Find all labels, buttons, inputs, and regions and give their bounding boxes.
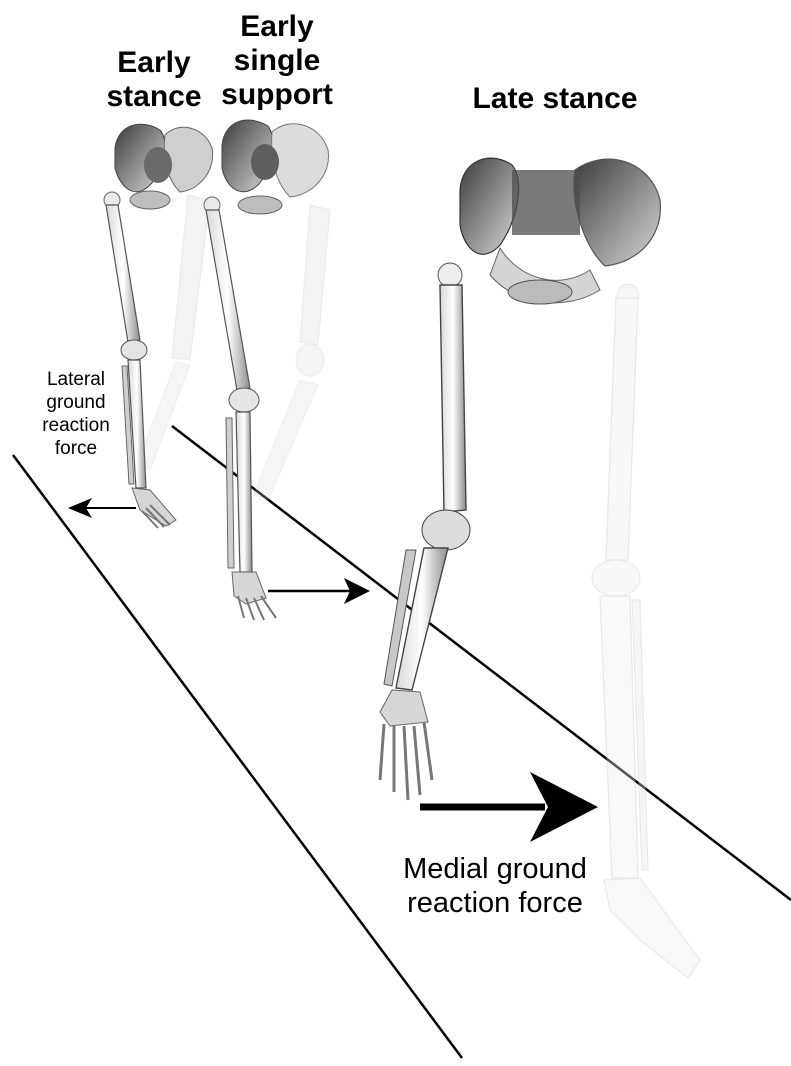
skeleton-early-single-support [204,120,330,620]
medial-force-label-line1: Medial ground [385,852,605,886]
lateral-force-label-line3: reaction [30,414,122,437]
skeleton-early-stance [104,124,213,528]
title-early-single-support: Early single support [212,10,342,112]
lateral-force-label-line2: ground [30,391,122,414]
title-early-stance-line1: Early [104,46,204,80]
title-early-single-support-line3: support [212,78,342,112]
title-late-stance: Late stance [455,82,655,116]
title-early-single-support-line2: single [212,44,342,78]
medial-force-label: Medial ground reaction force [385,852,605,920]
title-early-single-support-line1: Early [212,10,342,44]
lateral-force-label-line4: force [30,437,122,460]
title-early-stance: Early stance [104,46,204,114]
lateral-force-label-line1: Lateral [30,368,122,391]
title-early-stance-line2: stance [104,80,204,114]
lateral-force-label: Lateral ground reaction force [30,368,122,460]
medial-force-label-line2: reaction force [385,886,605,920]
